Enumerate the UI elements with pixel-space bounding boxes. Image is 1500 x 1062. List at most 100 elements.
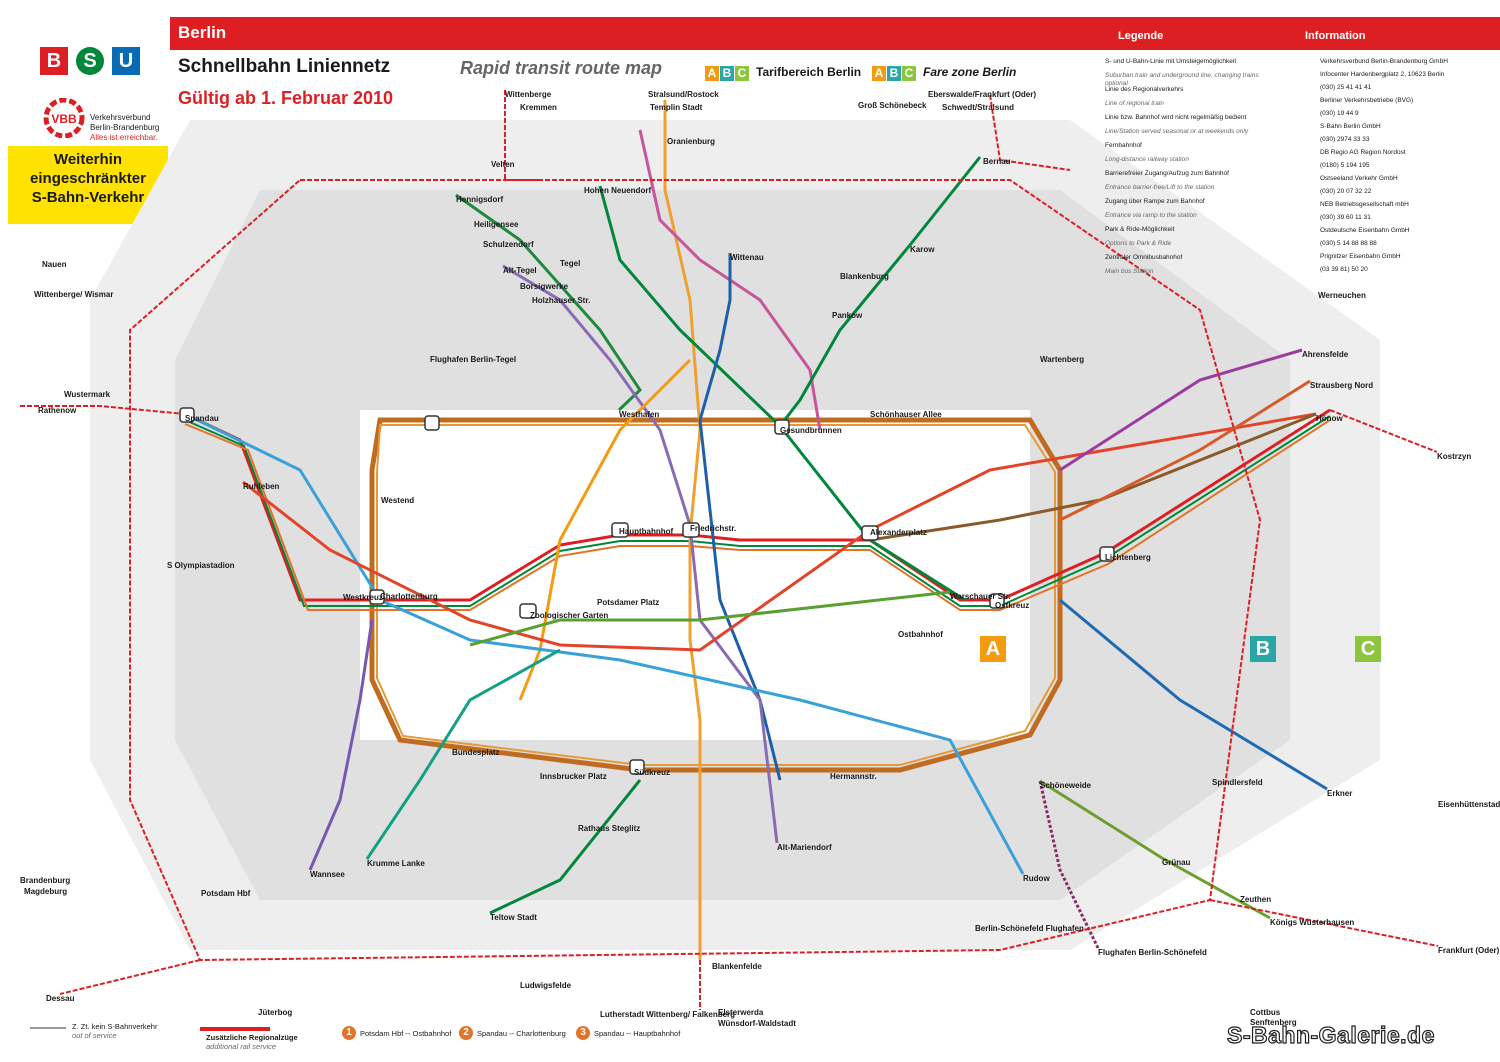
station-label: Grünau: [1162, 858, 1191, 867]
legend-item: Zentraler Omnibusbahnhof: [1105, 254, 1183, 261]
station-label: Erkner: [1327, 789, 1353, 798]
legend-item: S- und U-Bahn-Linie mit Umsteigemöglichk…: [1105, 58, 1237, 65]
station-label: Schulzendorf: [483, 240, 534, 249]
station-label: Gesundbrunnen: [780, 426, 842, 435]
strausberg-line: [1059, 379, 1311, 522]
zone-c-letter: C: [735, 66, 749, 81]
info-item: Verkehrsverbund Berlin-Brandenburg GmbH: [1320, 58, 1448, 65]
key-route-3: Spandau -- Hauptbahnhof: [594, 1029, 681, 1038]
station-label: Wittenau: [730, 253, 764, 262]
nord-sued-bahn: [663, 100, 702, 960]
station-label: Potsdamer Platz: [597, 598, 660, 607]
b-logo: B: [40, 47, 68, 75]
line-u1: [469, 590, 951, 647]
station-label: Friedrichstr.: [690, 524, 737, 533]
station-label: Wartenberg: [1040, 355, 1085, 364]
english-title: Rapid transit route map: [460, 58, 663, 78]
station-label: Schönhauser Allee: [870, 410, 942, 419]
info-item: NEB Betriebsgesellschaft mbH: [1320, 201, 1409, 208]
header-bar: [170, 17, 1500, 50]
station-label: Potsdam Hbf: [201, 889, 251, 898]
gruenau-line: [1039, 779, 1271, 920]
legend-heading: Legende: [1118, 30, 1164, 42]
zone-c-marker: C: [1355, 636, 1381, 662]
ahrensfelde-line: [1059, 348, 1303, 472]
station-label: Nauen: [42, 260, 67, 269]
station-label: Zeuthen: [1240, 895, 1272, 904]
zone-a-letter: A: [705, 66, 719, 81]
station-label: Blankenburg: [840, 272, 889, 281]
legend-item: Long-distance railway station: [1105, 156, 1189, 163]
station-label: Brandenburg: [20, 876, 71, 885]
station-label: Karow: [910, 245, 935, 254]
legend-item: Barrierefreier Zugang/Aufzug zum Bahnhof: [1105, 170, 1229, 177]
wannsee-line: [308, 619, 374, 871]
station-label: Velten: [491, 160, 515, 169]
station-label: Hauptbahnhof: [619, 527, 674, 536]
vbb-logo-icon: VBB: [43, 98, 85, 138]
credit-watermark: S-Bahn-Galerie.de: [1226, 1021, 1435, 1048]
key-circle-2-icon: 2: [459, 1026, 473, 1040]
station-label: Rathaus Steglitz: [578, 824, 641, 833]
station-label: Schwedt/Stralsund: [942, 103, 1015, 112]
info-item: (030) 2974 33 33: [1320, 136, 1370, 143]
regional-north: [504, 90, 540, 181]
station-label: Westkreuz: [343, 593, 383, 602]
info-item: (03 39 81) 50 20: [1320, 266, 1368, 273]
service-notice: Weiterhin eingeschränkter S-Bahn-Verkehr: [8, 146, 168, 224]
vbb-line-3: Alles ist erreichbar.: [90, 133, 158, 142]
station-label: Eisenhüttenstadt: [1438, 800, 1500, 809]
zone-b-letter-en: B: [887, 66, 901, 81]
zone-label-en: Fare zone Berlin: [923, 65, 1017, 79]
station-label: Senftenberg: [1250, 1018, 1297, 1027]
station-label: Magdeburg: [24, 887, 68, 896]
key-out-of-service-icon: [30, 1027, 66, 1029]
station-label: Ahrensfelde: [1302, 350, 1349, 359]
info-item: Berliner Verkehrsbetriebe (BVG): [1320, 97, 1414, 104]
station-label: Holzhauser Str.: [532, 296, 591, 305]
station-label: Elsterwerda: [718, 1008, 764, 1017]
station-label: Wannsee: [310, 870, 345, 879]
schoenefeld-line: [1038, 780, 1100, 949]
zone-b-letter: B: [720, 66, 734, 81]
station-label: Alt-Tegel: [503, 266, 537, 275]
info-item: (030) 20 07 32 22: [1320, 188, 1372, 195]
legend-item: Line of regional train: [1105, 100, 1164, 107]
key-additional-en: additional rail service: [206, 1042, 277, 1051]
station-label: Wustermark: [64, 390, 111, 399]
key-circle-3-icon: 3: [576, 1026, 590, 1040]
vbb-text: Verkehrsverbund Berlin-Brandenburg Alles…: [90, 113, 159, 143]
info-item: (030) 39 60 11 31: [1320, 214, 1371, 221]
station-label: Wünsdorf-Waldstadt: [718, 1019, 796, 1028]
station-label: Spandau: [185, 414, 219, 423]
station-label: Cottbus: [1250, 1008, 1281, 1017]
zone-c-letter-en: C: [902, 66, 916, 81]
info-item: Ostdeutsche Eisenbahn GmbH: [1320, 227, 1410, 234]
station-label: Berlin-Schönefeld Flughafen: [975, 924, 1084, 933]
legend-item: Park & Ride-Möglichkeit: [1105, 226, 1175, 233]
line-u9: [518, 358, 692, 701]
station-label: Werneuchen: [1318, 291, 1366, 300]
regional-west: [20, 405, 186, 415]
station-label: Kremmen: [520, 103, 557, 112]
station-label: Wittenberge: [505, 90, 552, 99]
legend-item: Entrance via ramp to the station: [1105, 212, 1197, 219]
station-label: Borsigwerke: [520, 282, 569, 291]
info-item: S-Bahn Berlin GmbH: [1320, 123, 1381, 130]
station-label: Charlottenburg: [380, 592, 438, 601]
info-item: (030) 19 44 9: [1320, 110, 1359, 117]
station-label: Groß Schönebeck: [858, 101, 927, 110]
station-label: Lutherstadt Wittenberg/ Falkenberg: [600, 1010, 736, 1019]
notice-line-3: S-Bahn-Verkehr: [31, 189, 145, 206]
station-label: Alt-Mariendorf: [777, 843, 832, 852]
station-label: Kostrzyn: [1437, 452, 1472, 461]
info-item: DB Regio AG Region Nordost: [1320, 149, 1406, 156]
station-label: Schöneweide: [1040, 781, 1092, 790]
s-logo: S: [76, 47, 104, 75]
station-label: Hönow: [1316, 414, 1343, 423]
zone-a-letter-en: A: [872, 66, 886, 81]
legend-item: Fernbahnhof: [1105, 142, 1142, 149]
page-title: Schnellbahn Liniennetz: [178, 56, 391, 77]
